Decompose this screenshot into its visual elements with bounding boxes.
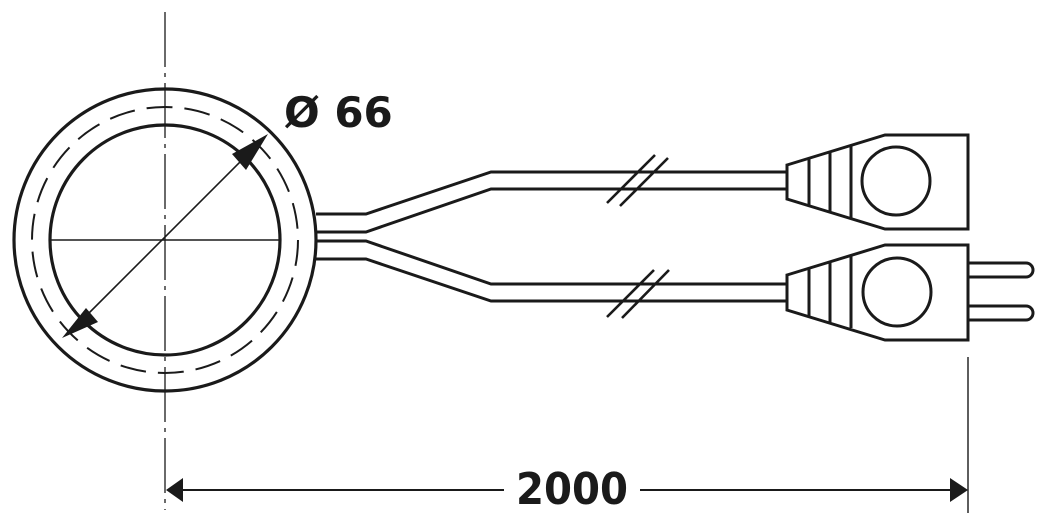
- arrowhead-left: [166, 478, 183, 502]
- diameter-dimension: [62, 134, 268, 338]
- cable-lower: [316, 239, 786, 319]
- diameter-label: Ø 66: [284, 88, 393, 137]
- plug-grip-circle: [861, 256, 933, 328]
- arrowhead-lower: [62, 308, 98, 338]
- break-symbol-upper: [606, 154, 656, 204]
- break-symbol-lower: [606, 269, 655, 318]
- arrowhead-upper: [232, 134, 268, 170]
- cable-upper: [316, 154, 786, 234]
- plug-pin-lower: [969, 304, 1035, 322]
- socket-grip-circle: [860, 145, 932, 217]
- arrowhead-right: [950, 478, 968, 502]
- plug-connector: [785, 243, 1035, 342]
- hidden-ring: [31, 106, 299, 374]
- length-dimension: [166, 357, 969, 513]
- plug-pin-upper: [969, 261, 1035, 279]
- socket-connector: [785, 133, 970, 231]
- length-label: 2000: [516, 464, 628, 515]
